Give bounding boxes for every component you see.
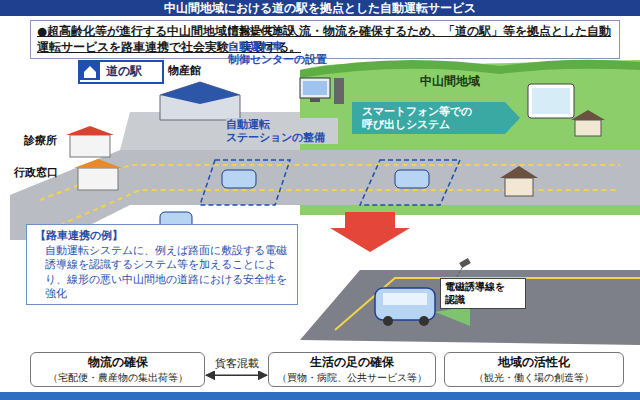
shop-building [160, 82, 240, 120]
example-box: 【路車連携の例】自動運転システムに、例えば路面に敷設する電磁誘導線を認識するシス… [26, 224, 298, 305]
station-label: 自動運転 ステーションの整備 [226, 118, 338, 144]
benefit-box: 地域の活性化（観光・働く場の創造等） [444, 352, 624, 387]
node-body: （買物・病院、公共サービス等） [273, 371, 431, 384]
banner-text: スマートフォン等での 呼び出しシステム [362, 105, 490, 131]
station-icon [80, 62, 100, 80]
edge-label: 貨客混載 [213, 356, 261, 371]
benefit-box: 生活の足の確保（買物・病院、公共サービス等） [268, 352, 436, 387]
station-zone [200, 160, 290, 205]
node-body: （観光・働く場の創造等） [449, 371, 619, 384]
node-body: （宅配便・農産物の集出荷等） [35, 371, 200, 384]
node-heading: 地域の活性化 [449, 355, 619, 371]
node-heading: 物流の確保 [35, 355, 200, 371]
bottom-bar [0, 392, 640, 400]
callout-box: 電磁誘導線を 認識 [440, 278, 526, 309]
node-heading: 道の駅 [106, 64, 158, 80]
down-arrow [330, 212, 410, 252]
summary-box: ●超高齢化等が進行する中山間地域において、人流・物流を確保するため、「道の駅」等… [30, 20, 620, 59]
tablet [528, 84, 574, 118]
guide-wire [335, 278, 640, 330]
title-band [0, 0, 640, 16]
building-label: 物産館 [168, 64, 228, 77]
node-heading: 生活の足の確保 [273, 355, 431, 371]
lane-line [40, 165, 620, 225]
call-banner [352, 102, 520, 134]
facility-note: 自動運転車 制御センターの設置 [228, 40, 340, 66]
building-label: 行政窓口 [14, 166, 76, 179]
station-label-box: 道の駅 [78, 60, 164, 84]
node-heading: ●超高齢化等が進行する中山間地域において、人流・物流を確保するため、「道の駅」等… [37, 24, 613, 55]
facility-label: 情報提供施設 [228, 24, 318, 37]
house [500, 110, 605, 196]
clinic-building [66, 126, 114, 157]
node-heading: 電磁誘導線を 認識 [445, 281, 521, 306]
node-heading: 【路車連携の例】 [35, 229, 289, 243]
lower-road [300, 270, 640, 345]
building-label: 診療所 [24, 134, 74, 147]
benefit-box: 物流の確保（宅配便・農産物の集出荷等） [30, 352, 205, 387]
office-building [74, 159, 122, 190]
connector [206, 375, 267, 377]
node-body: 自動運転システムに、例えば路面に敷設する電磁誘導線を認識するシステム等を加えるこ… [35, 243, 289, 300]
station-zone [360, 160, 460, 205]
control-center [300, 78, 344, 104]
region-label: 中山間地域 [420, 74, 510, 88]
title-text: 中山間地域における道の駅を拠点とした自動運転サービス [0, 0, 640, 16]
